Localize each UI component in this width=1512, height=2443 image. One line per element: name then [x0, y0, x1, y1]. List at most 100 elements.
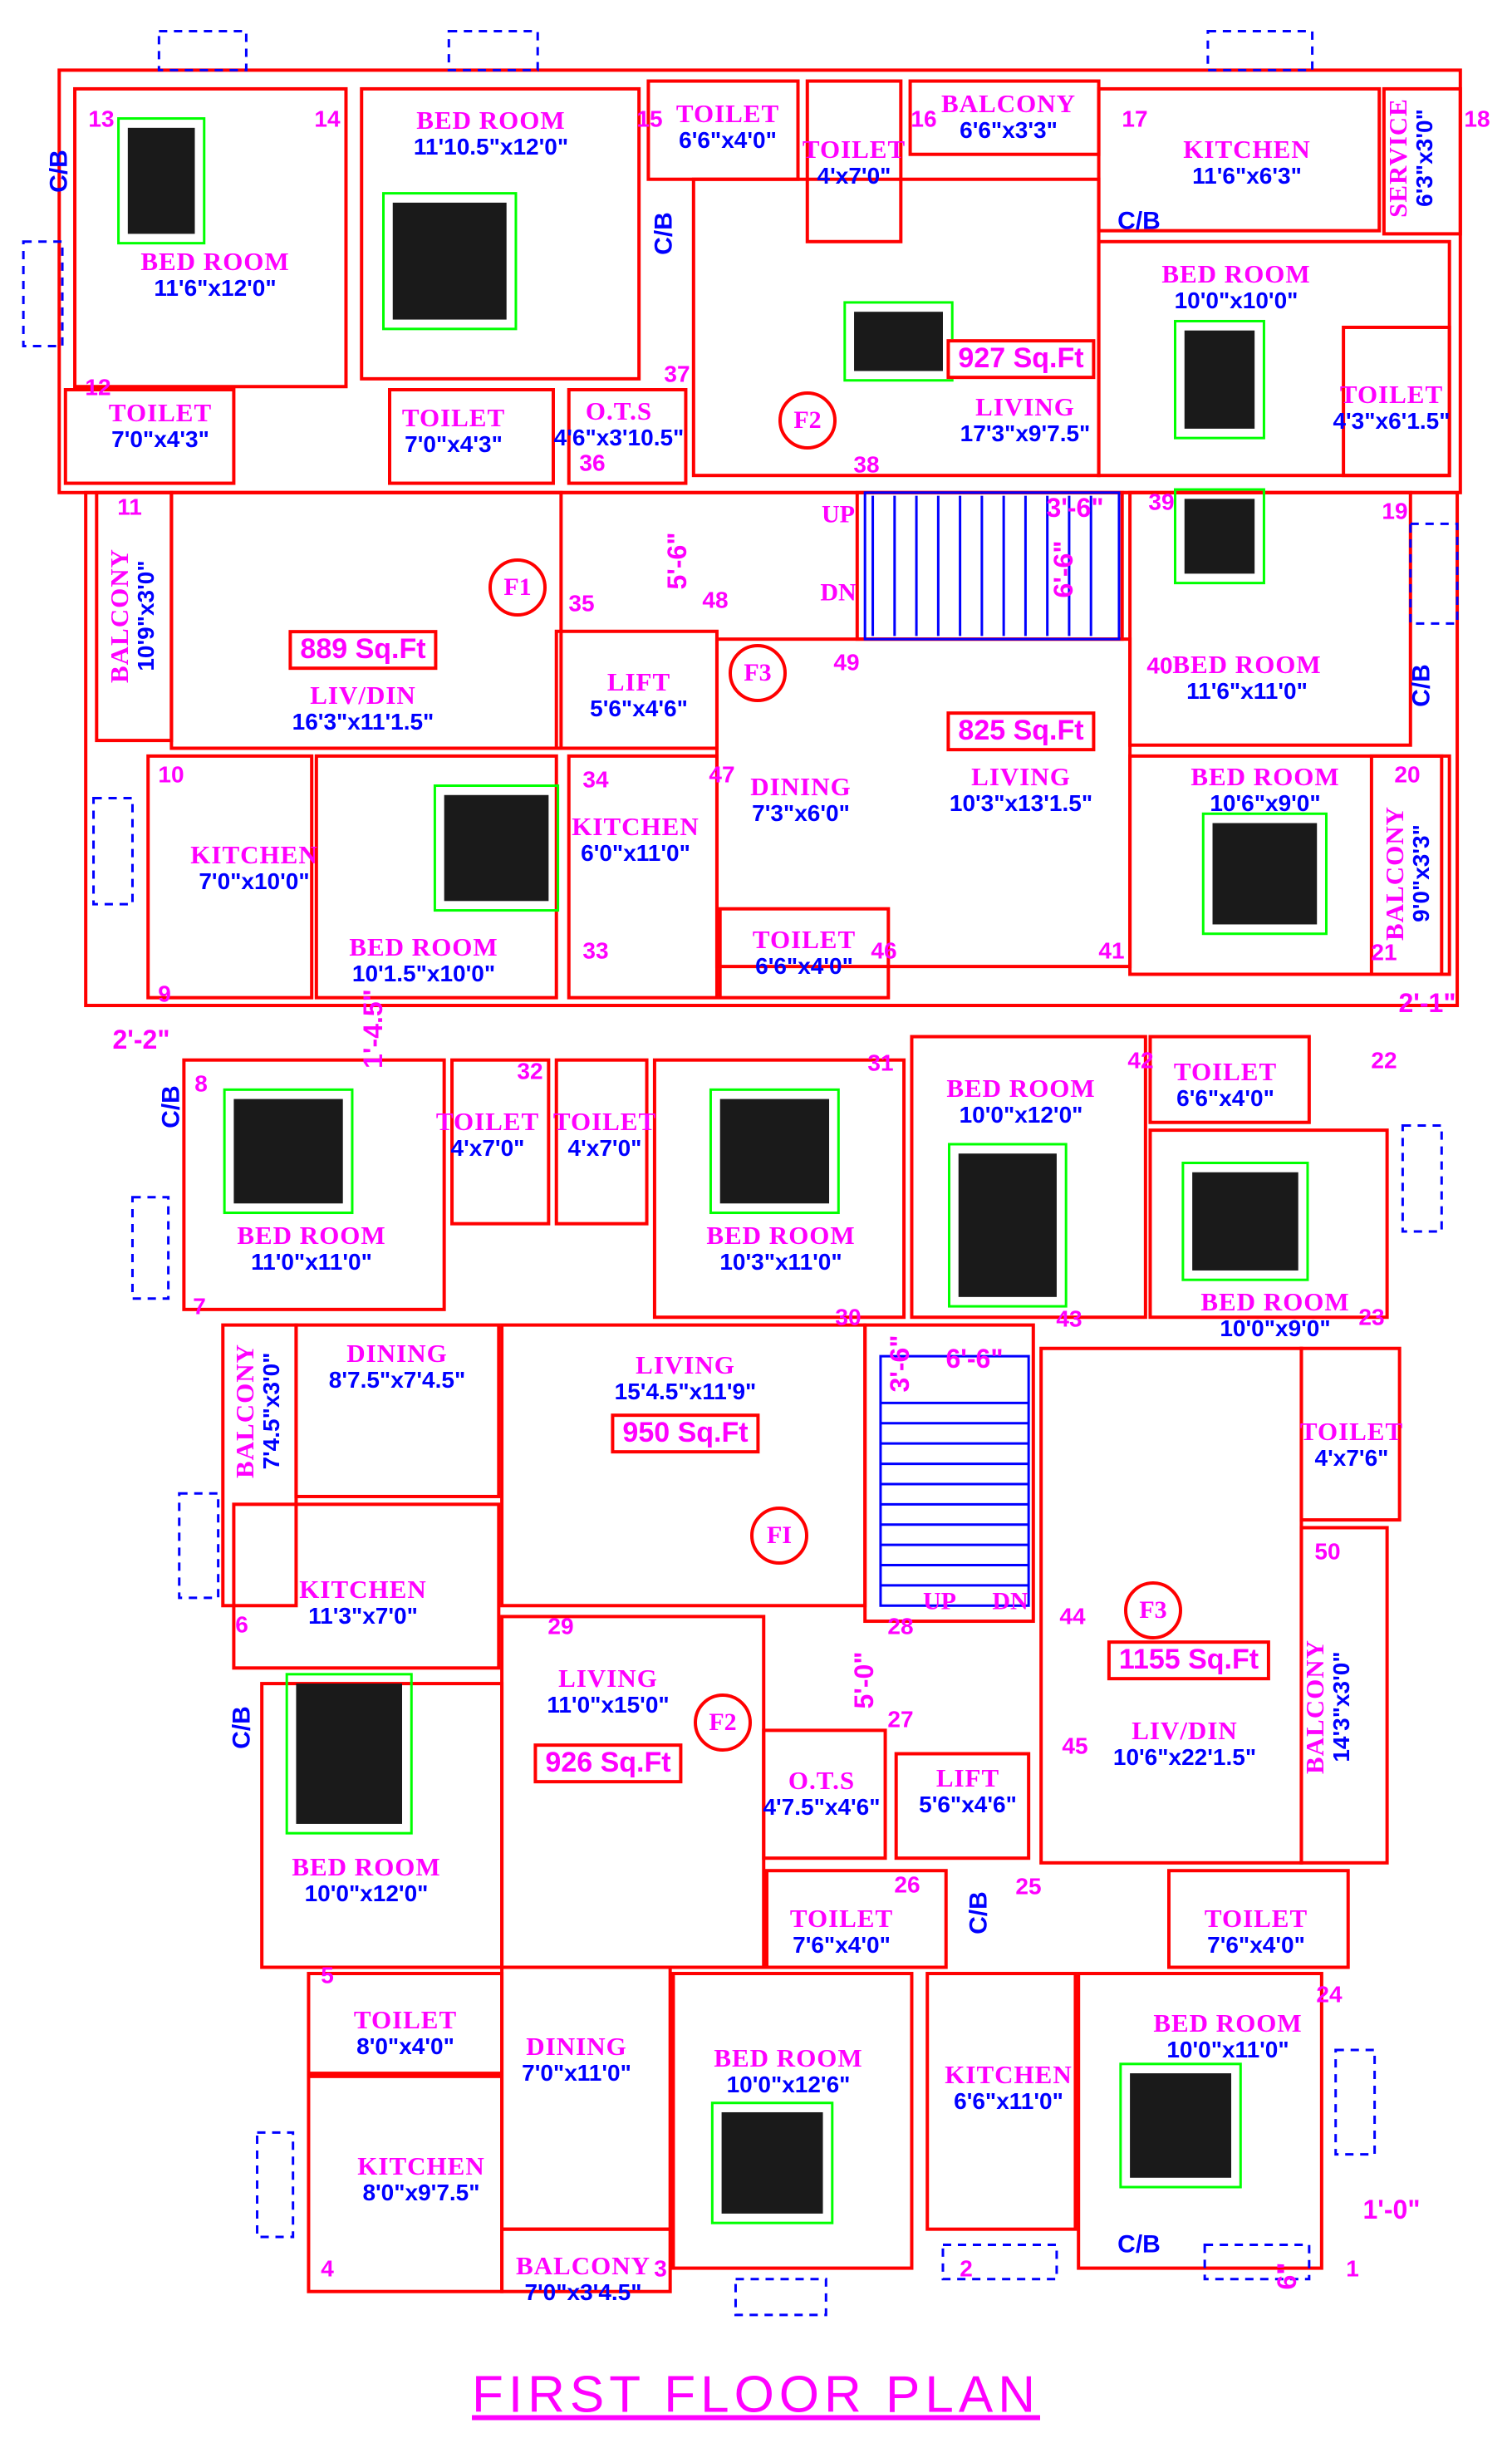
room-name: TOILET: [789, 1904, 894, 1934]
room-name: LIVING: [636, 1350, 735, 1380]
window-projection: [1206, 30, 1314, 71]
wall: [73, 86, 348, 389]
column-number: 7: [193, 1293, 206, 1320]
column-number: 26: [894, 1871, 920, 1898]
room-name: KITCHEN: [299, 1575, 427, 1605]
column-number: 27: [887, 1706, 914, 1733]
room-dimension: 7'0"x3'4.5": [524, 2278, 642, 2305]
flat-tag: F3: [1124, 1581, 1182, 1639]
column-number: 19: [1382, 498, 1408, 524]
room-name: BED ROOM: [140, 247, 290, 277]
room-dimension: 17'3"x9'7.5": [960, 420, 1091, 446]
dimension-label: 3'-6": [885, 1335, 916, 1393]
room-name: O.T.S: [788, 1766, 856, 1796]
flat-tag: F2: [694, 1693, 752, 1752]
room-dimension: 7'0"x4'3": [405, 430, 503, 457]
room-dimension: 7'0"x11'0": [522, 2059, 631, 2086]
room-name: SERVICE: [1383, 98, 1413, 218]
column-number: 24: [1316, 1981, 1343, 2008]
column-number: 42: [1127, 1047, 1154, 1074]
bed-icon: [1192, 1172, 1298, 1271]
column-number: 45: [1062, 1733, 1088, 1759]
room-name: BALCONY: [1300, 1639, 1330, 1775]
column-number: 44: [1059, 1603, 1086, 1629]
room-name: BALCONY: [105, 548, 135, 684]
column-number: 18: [1464, 106, 1490, 132]
dimension-label: 1'-4.5": [358, 989, 389, 1069]
area-badge: 825 Sq.Ft: [946, 711, 1096, 751]
column-number: 17: [1122, 106, 1148, 132]
column-number: 23: [1358, 1304, 1385, 1330]
room-dimension: 15'4.5"x11'9": [614, 1378, 757, 1404]
room-name: BALCONY: [940, 89, 1077, 119]
room-name: TOILET: [108, 398, 213, 428]
wall: [1369, 754, 1451, 976]
cupboard-label: C/B: [45, 150, 73, 193]
bed-frame: [1174, 319, 1265, 440]
room-dimension: 10'0"x11'0": [1166, 2036, 1289, 2062]
room-name: BALCONY: [1380, 805, 1410, 941]
stair-direction-label: UP: [822, 500, 855, 528]
room-name: TOILET: [435, 1107, 540, 1137]
bed-icon: [1130, 2073, 1232, 2178]
room-name: BED ROOM: [1190, 762, 1340, 792]
column-number: 11: [117, 494, 142, 520]
room-dimension: 4'7.5"x4'6": [763, 1793, 881, 1820]
bed-icon: [854, 312, 943, 371]
bed-frame: [381, 192, 518, 331]
wall: [63, 388, 236, 485]
room-dimension: 11'10.5"x12'0": [413, 133, 569, 160]
wall: [1167, 1869, 1350, 1969]
wall: [652, 1058, 906, 1320]
column-number: 40: [1146, 652, 1173, 679]
room-dimension: 4'x7'0": [450, 1134, 525, 1161]
room-dimension: 6'6"x3'3": [960, 116, 1058, 143]
wall: [146, 754, 314, 1000]
cupboard-label: C/B: [157, 1085, 185, 1128]
room-name: BED ROOM: [946, 1074, 1096, 1104]
wall: [718, 907, 891, 1000]
flat-tag: F3: [729, 644, 787, 702]
room-dimension: 4'x7'0": [567, 1134, 642, 1161]
column-number: 9: [158, 981, 171, 1007]
wall: [388, 388, 555, 485]
room-dimension: 11'0"x11'0": [251, 1248, 372, 1275]
room-dimension: 7'6"x4'0": [1207, 1931, 1305, 1958]
bed-icon: [233, 1099, 343, 1204]
wall: [1342, 325, 1451, 478]
column-number: 41: [1098, 937, 1125, 964]
room-dimension: 10'1.5"x10'0": [351, 960, 496, 986]
column-number: 35: [568, 590, 595, 617]
room-name: BED ROOM: [292, 1852, 441, 1882]
column-number: 22: [1371, 1047, 1397, 1074]
room-dimension: 5'6"x4'6": [590, 695, 688, 721]
room-dimension: 6'6"x4'0": [1176, 1084, 1274, 1111]
wall: [894, 1752, 1031, 1861]
room-name: KITCHEN: [357, 2151, 485, 2181]
dimension-label: 2'-2": [112, 1025, 170, 1055]
room-name: DINING: [526, 2032, 627, 2062]
room-dimension: 7'4.5"x3'0": [258, 1352, 284, 1470]
